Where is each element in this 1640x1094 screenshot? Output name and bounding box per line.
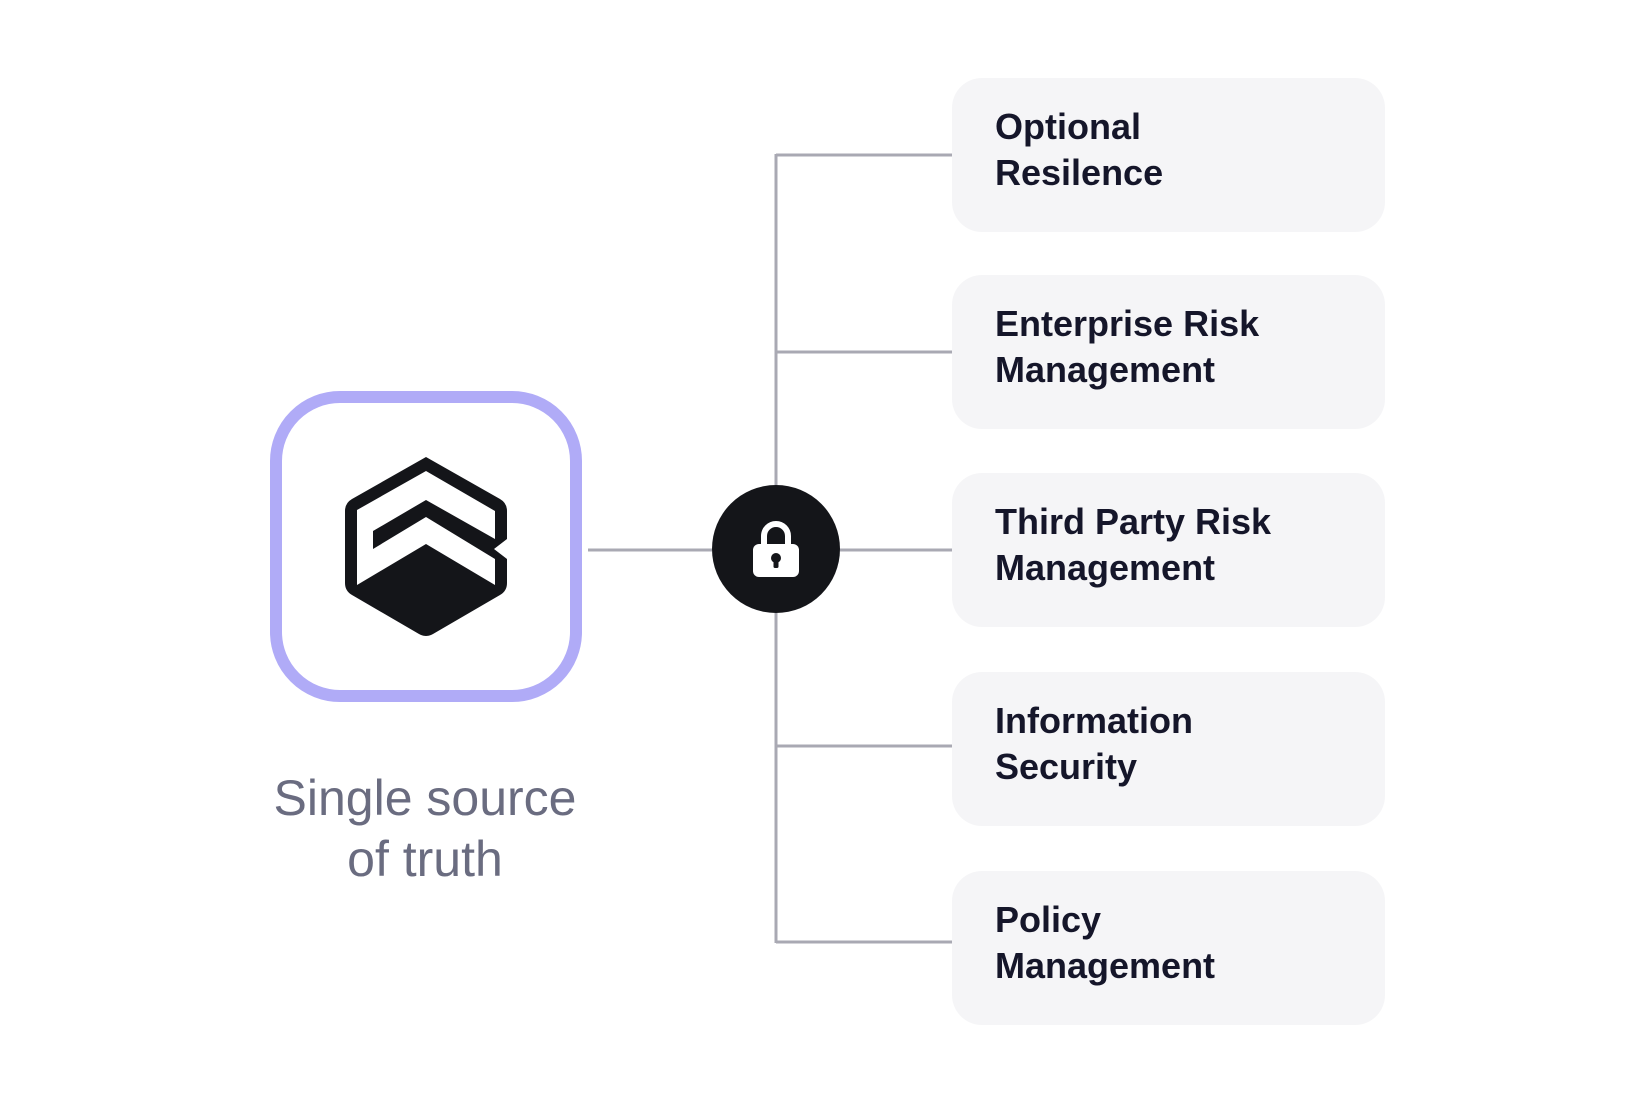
module-label-line-2: Management: [995, 349, 1216, 390]
source-logo-tile: [270, 391, 582, 702]
module-label-line-1: Enterprise Risk: [995, 303, 1260, 344]
module-card-optional-resilence: Optional Resilence: [952, 78, 1385, 232]
module-label-line-2: Management: [995, 945, 1216, 986]
module-card-information-security: Information Security: [952, 672, 1385, 826]
platform-logo-icon: [345, 457, 507, 636]
module-card-label: Optional Resilence: [995, 104, 1365, 196]
module-card-policy-management: Policy Management: [952, 871, 1385, 1025]
lock-icon: [753, 521, 799, 577]
module-card-third-party-risk-management: Third Party Risk Management: [952, 473, 1385, 627]
module-label-line-1: Optional: [995, 106, 1141, 147]
tagline-line-2: of truth: [347, 831, 503, 887]
tagline-line-1: Single source: [273, 770, 577, 826]
module-label-line-2: Security: [995, 746, 1138, 787]
module-label-line-2: Resilence: [995, 152, 1164, 193]
source-tagline: Single source of truth: [220, 768, 630, 890]
module-label-line-1: Policy: [995, 899, 1102, 940]
module-card-label: Third Party Risk Management: [995, 499, 1365, 591]
module-card-enterprise-risk-management: Enterprise Risk Management: [952, 275, 1385, 429]
module-card-label: Information Security: [995, 698, 1365, 790]
module-label-line-1: Third Party Risk: [995, 501, 1272, 542]
module-label-line-1: Information: [995, 700, 1193, 741]
hub-lock-node: [712, 485, 840, 613]
module-card-label: Policy Management: [995, 897, 1365, 989]
module-label-line-2: Management: [995, 547, 1216, 588]
module-card-label: Enterprise Risk Management: [995, 301, 1365, 393]
